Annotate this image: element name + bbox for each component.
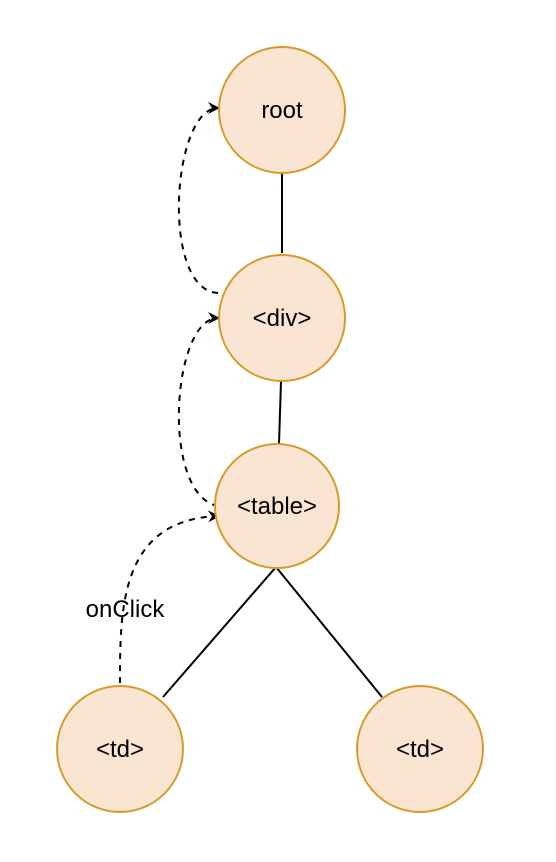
node-div-circle bbox=[218, 254, 346, 382]
bubble-arrow-div-to-root bbox=[177, 102, 220, 294]
node-table: <table> bbox=[214, 443, 340, 569]
edge-div-table bbox=[278, 380, 282, 445]
node-table-circle bbox=[214, 443, 340, 569]
bubble-arrow-table-to-div bbox=[177, 312, 220, 507]
node-td-right-label: <td> bbox=[396, 736, 444, 763]
node-td-left-circle bbox=[56, 685, 184, 813]
bubbling-arrows bbox=[119, 102, 220, 684]
onclick-label: onClick bbox=[86, 596, 166, 623]
node-td-right: <td> bbox=[356, 685, 484, 813]
edge-table-td-right bbox=[275, 566, 383, 698]
node-td-right-circle bbox=[356, 685, 484, 813]
node-root: root bbox=[218, 46, 346, 174]
node-td-left: <td> bbox=[56, 685, 184, 813]
tree-edges bbox=[162, 173, 383, 698]
node-root-circle bbox=[218, 46, 346, 174]
edge-table-td-left bbox=[162, 566, 277, 698]
node-div-label: <div> bbox=[253, 305, 312, 332]
bubble-arrow-td-to-table bbox=[119, 510, 220, 684]
node-div: <div> bbox=[218, 254, 346, 382]
node-table-label: <table> bbox=[237, 493, 317, 520]
node-root-label: root bbox=[261, 97, 303, 124]
node-td-left-label: <td> bbox=[96, 736, 144, 763]
